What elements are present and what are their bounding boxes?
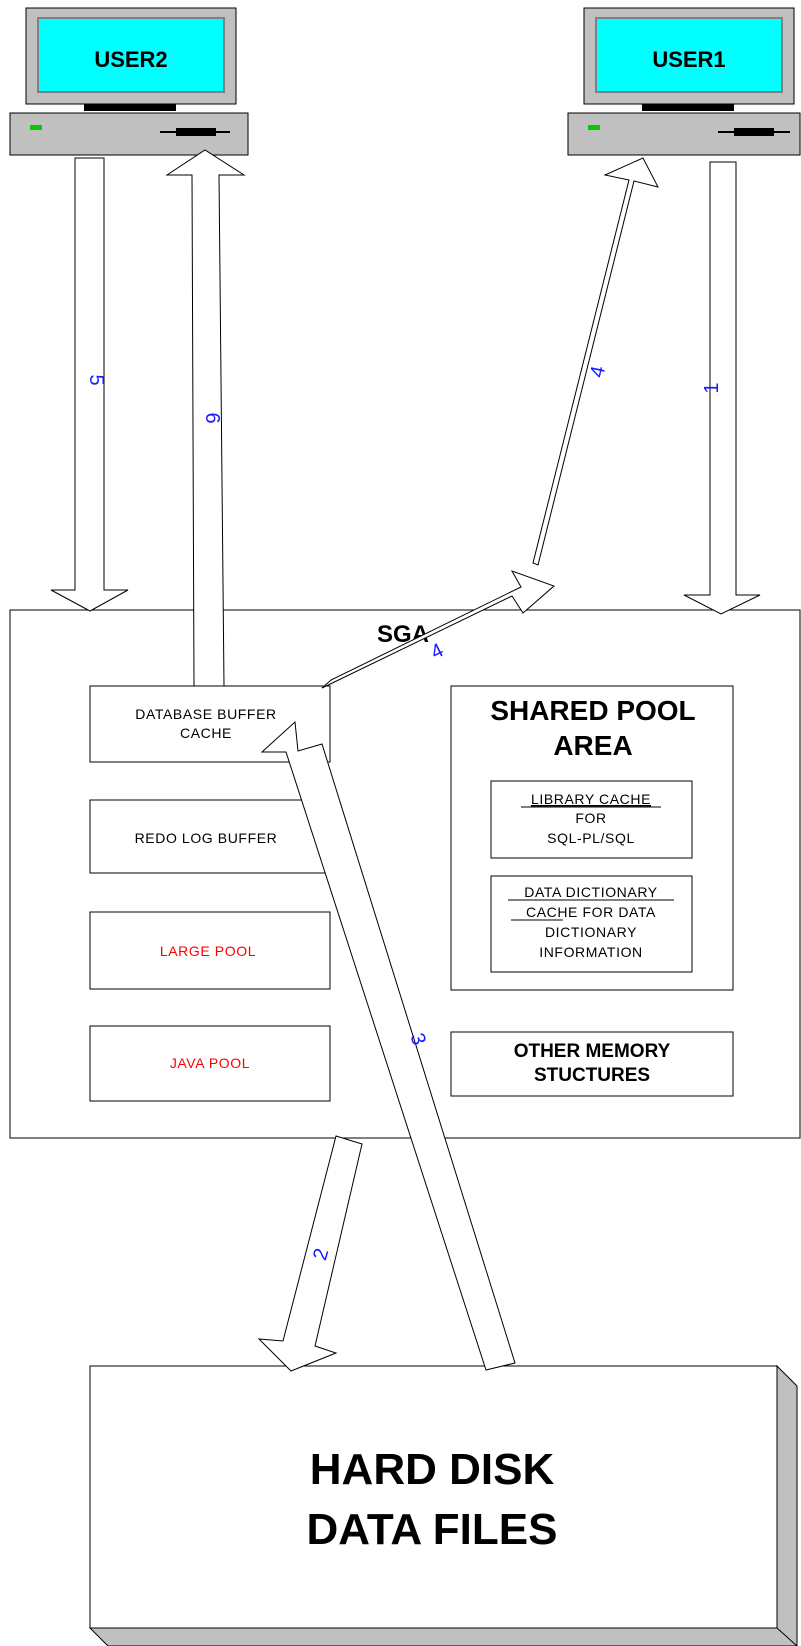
user2-monitor-stand (84, 104, 176, 111)
hard-disk-face (90, 1366, 777, 1628)
database-buffer-cache-line1: DATABASE BUFFER (135, 706, 277, 722)
user1-power-led (588, 125, 600, 130)
redo-log-buffer-box: REDO LOG BUFFER (90, 800, 330, 873)
user2-power-led (30, 125, 42, 130)
arrow-4a-label: 4 (586, 364, 610, 379)
arrow-4a (533, 158, 658, 565)
data-dictionary-cache-line1: DATA DICTIONARY (524, 884, 658, 900)
other-memory-structures-box: OTHER MEMORY STUCTURES (451, 1032, 733, 1096)
library-cache-line3: SQL-PL/SQL (547, 830, 635, 846)
library-cache-line1: LIBRARY CACHE (531, 791, 651, 807)
user1-computer: USER1 (568, 8, 800, 155)
data-dictionary-cache-line2-rest: FOR DATA (578, 904, 656, 920)
redo-log-buffer-label: REDO LOG BUFFER (135, 830, 278, 846)
user2-computer: USER2 (10, 8, 248, 155)
shared-pool-area-box: SHARED POOL AREA LIBRARY CACHE FOR SQL-P… (451, 686, 733, 990)
java-pool-box: JAVA POOL (90, 1026, 330, 1101)
arrow-6-label: 6 (201, 412, 223, 423)
hard-disk-block: HARD DISK DATA FILES (90, 1366, 797, 1646)
arrow-5-label: 5 (85, 374, 107, 385)
arrow-1-label: 1 (701, 382, 723, 393)
data-dictionary-cache-line4: INFORMATION (539, 944, 643, 960)
data-dictionary-cache-word-cache: CACHE (526, 904, 578, 920)
other-memory-line1: OTHER MEMORY (514, 1041, 671, 1062)
shared-pool-title-line1: SHARED POOL (490, 695, 695, 726)
other-memory-line2: STUCTURES (534, 1065, 650, 1086)
data-dictionary-cache-line3: DICTIONARY (545, 924, 637, 940)
java-pool-label: JAVA POOL (170, 1055, 250, 1071)
sga-title: SGA (377, 621, 429, 648)
hard-disk-bottom (90, 1628, 797, 1646)
user2-drive-bay (176, 128, 216, 136)
hard-disk-line2: DATA FILES (307, 1505, 558, 1554)
user2-label: USER2 (94, 47, 167, 72)
database-buffer-cache-line2: CACHE (180, 725, 232, 741)
hard-disk-line1: HARD DISK (310, 1445, 555, 1494)
large-pool-box: LARGE POOL (90, 912, 330, 989)
library-cache-line2: FOR (575, 810, 606, 826)
shared-pool-title-line2: AREA (553, 730, 632, 761)
hard-disk-side (777, 1366, 797, 1646)
large-pool-label: LARGE POOL (160, 943, 256, 959)
user1-monitor-stand (642, 104, 734, 111)
user1-label: USER1 (652, 47, 725, 72)
data-dictionary-cache-line2: CACHE FOR DATA (526, 904, 656, 920)
user1-drive-bay (734, 128, 774, 136)
